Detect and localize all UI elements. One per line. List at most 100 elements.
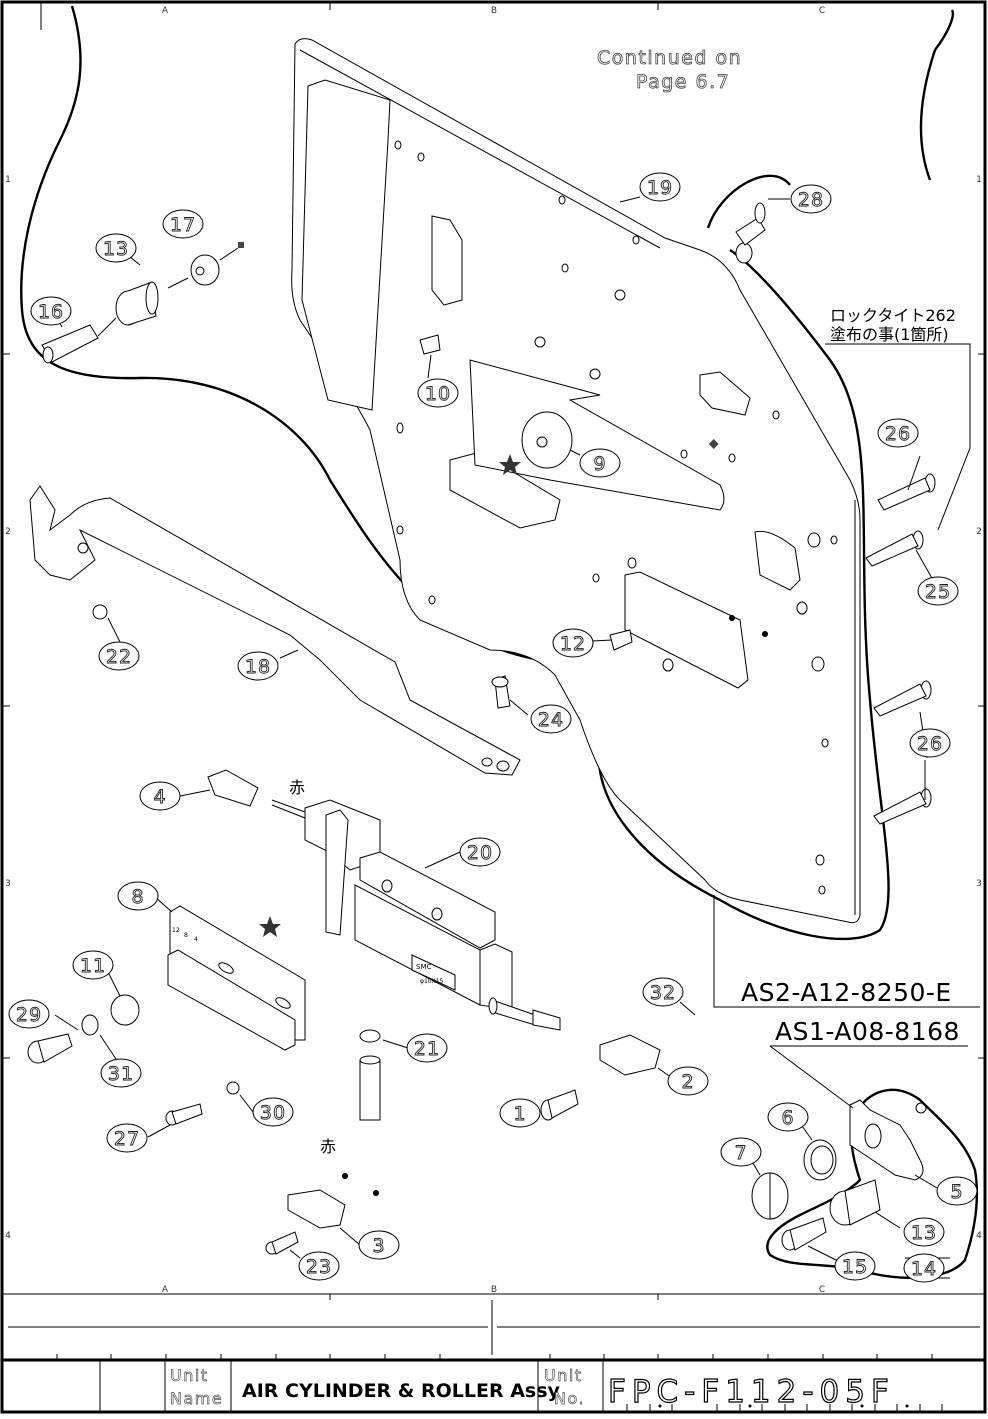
- unit-no-label-2: No.: [554, 1389, 585, 1408]
- zone-col-b-bottom: B: [491, 1285, 497, 1295]
- balloon-6[interactable]: 6: [768, 1103, 808, 1131]
- title-block: Unit Name AIR CYLINDER & ROLLER Assy Uni…: [100, 1360, 942, 1412]
- balloon-16[interactable]: 16: [31, 297, 71, 325]
- svg-text:10: 10: [425, 383, 451, 405]
- zone-row-2-left: 2: [5, 527, 11, 537]
- svg-text:22: 22: [106, 646, 132, 668]
- continued-note-line1: Continued on: [597, 47, 742, 69]
- balloon-15[interactable]: 15: [835, 1252, 875, 1280]
- plate-marking-8: 8: [184, 932, 188, 939]
- svg-text:21: 21: [414, 1038, 440, 1060]
- svg-text:18: 18: [245, 656, 271, 678]
- balloon-24[interactable]: 24: [531, 705, 571, 733]
- balloon-26-lower[interactable]: 26: [910, 729, 950, 757]
- balloon-30[interactable]: 30: [253, 1098, 293, 1126]
- svg-text:13: 13: [103, 238, 129, 260]
- unit-name-value: AIR CYLINDER & ROLLER Assy: [242, 1380, 561, 1402]
- balloon-32[interactable]: 32: [643, 978, 683, 1006]
- svg-text:1: 1: [513, 1103, 526, 1125]
- balloon-14[interactable]: 14: [904, 1254, 944, 1282]
- balloon-12[interactable]: 12: [553, 629, 593, 657]
- balloon-26-upper[interactable]: 26: [878, 419, 918, 447]
- main-plate-part-19: [292, 39, 860, 923]
- zone-row-3-left: 3: [5, 879, 11, 889]
- balloon-20[interactable]: 20: [460, 838, 500, 866]
- unit-name-label-1: Unit: [170, 1366, 209, 1385]
- zone-col-a-bottom: A: [162, 1285, 169, 1295]
- svg-text:26: 26: [885, 423, 911, 445]
- roller-assembly-upper: [42, 242, 244, 363]
- balloon-31[interactable]: 31: [101, 1059, 141, 1087]
- unit-name-label-2: Name: [170, 1389, 223, 1408]
- svg-text:8: 8: [131, 886, 144, 908]
- zone-col-b-top: B: [491, 6, 497, 16]
- balloon-10[interactable]: 10: [418, 379, 458, 407]
- balloon-8[interactable]: 8: [118, 882, 158, 910]
- cylinder-size-marking: φ10X15: [420, 978, 444, 985]
- balloon-19[interactable]: 19: [640, 173, 680, 201]
- balloon-5[interactable]: 5: [937, 1177, 977, 1205]
- balloon-17[interactable]: 17: [163, 210, 203, 238]
- svg-text:27: 27: [114, 1128, 140, 1150]
- balloon-2[interactable]: 2: [668, 1067, 708, 1095]
- svg-text:25: 25: [925, 581, 951, 603]
- svg-text:17: 17: [170, 214, 196, 236]
- svg-text:7: 7: [734, 1142, 747, 1164]
- svg-text:26: 26: [917, 733, 943, 755]
- svg-text:24: 24: [538, 709, 564, 731]
- balloon-21[interactable]: 21: [407, 1034, 447, 1062]
- balloon-22[interactable]: 22: [99, 642, 139, 670]
- zone-col-a-top: A: [162, 6, 169, 16]
- zone-col-c-top: C: [819, 6, 825, 16]
- unit-no-label-1: Unit: [544, 1366, 583, 1385]
- zone-row-1-left: 1: [5, 175, 11, 185]
- continued-note-line2: Page 6.7: [636, 71, 730, 93]
- balloon-13-detail[interactable]: 13: [904, 1218, 944, 1246]
- balloon-1[interactable]: 1: [500, 1099, 540, 1127]
- svg-text:28: 28: [798, 189, 824, 211]
- svg-text:13: 13: [911, 1222, 937, 1244]
- balloon-28[interactable]: 28: [791, 185, 831, 213]
- plate-marking-12: 12: [172, 927, 180, 934]
- svg-text:4: 4: [153, 786, 166, 808]
- balloon-29[interactable]: 29: [9, 1000, 49, 1028]
- svg-text:5: 5: [950, 1181, 963, 1203]
- svg-text:30: 30: [260, 1102, 286, 1124]
- svg-text:9: 9: [593, 453, 606, 475]
- red-wire-label-lower: 赤: [320, 1137, 336, 1156]
- zone-row-4-left: 4: [5, 1231, 11, 1241]
- zone-row-3-right: 3: [976, 879, 982, 889]
- loctite-note-line2: 塗布の事(1箇所): [830, 325, 949, 344]
- balloon-3[interactable]: 3: [359, 1231, 399, 1259]
- balloon-7[interactable]: 7: [721, 1138, 761, 1166]
- svg-text:11: 11: [80, 955, 106, 977]
- svg-text:31: 31: [108, 1063, 134, 1085]
- balloon-18[interactable]: 18: [238, 652, 278, 680]
- balloon-11[interactable]: 11: [73, 951, 113, 979]
- balloon-4[interactable]: 4: [140, 782, 180, 810]
- plate-marking-4: 4: [194, 936, 198, 943]
- svg-text:6: 6: [781, 1107, 794, 1129]
- svg-text:19: 19: [647, 177, 673, 199]
- svg-text:2: 2: [681, 1071, 694, 1093]
- zone-row-1-right: 1: [976, 175, 982, 185]
- svg-text:23: 23: [306, 1256, 332, 1278]
- balloon-13-upper[interactable]: 13: [96, 234, 136, 262]
- svg-text:12: 12: [560, 633, 586, 655]
- svg-text:14: 14: [911, 1258, 937, 1280]
- assembly-number-main: AS2-A12-8250-E: [741, 978, 952, 1007]
- zone-col-c-bottom: C: [819, 1285, 825, 1295]
- balloon-23[interactable]: 23: [299, 1252, 339, 1280]
- cylinder-brand-marking: SMC: [416, 963, 431, 971]
- red-wire-label-upper: 赤: [289, 778, 305, 797]
- svg-text:16: 16: [38, 301, 64, 323]
- svg-text:29: 29: [16, 1004, 42, 1026]
- zone-row-4-right: 4: [976, 1231, 982, 1241]
- balloon-25[interactable]: 25: [918, 577, 958, 605]
- svg-text:15: 15: [842, 1256, 868, 1278]
- balloon-9[interactable]: 9: [580, 449, 620, 477]
- balloon-27[interactable]: 27: [107, 1124, 147, 1152]
- svg-text:3: 3: [372, 1235, 385, 1257]
- svg-text:20: 20: [467, 842, 493, 864]
